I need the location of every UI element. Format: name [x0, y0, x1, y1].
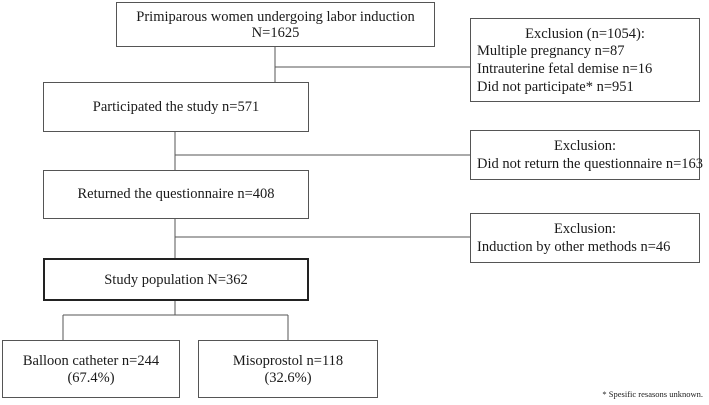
node-balloon-catheter: Balloon catheter n=244 (67.4%): [2, 340, 180, 398]
node-returned: Returned the questionnaire n=408: [43, 170, 309, 219]
node-exclusion2: Exclusion: Did not return the questionna…: [470, 130, 704, 180]
node-participated: Participated the study n=571: [43, 82, 309, 132]
footnote: * Spesific resasons unknown.: [602, 389, 703, 399]
node-exclusion1-item: Intrauterine fetal demise n=16: [477, 61, 653, 77]
node-returned-label: Returned the questionnaire n=408: [77, 186, 275, 202]
node-exclusion1: Exclusion (n=1054): Multiple pregnancy n…: [470, 18, 700, 102]
node-start: Primiparous women undergoing labor induc…: [116, 2, 435, 47]
node-participated-label: Participated the study n=571: [92, 99, 260, 115]
node-exclusion3-item: Induction by other methods n=46: [477, 239, 671, 255]
node-exclusion3-title: Exclusion:: [553, 221, 617, 237]
node-study-population-label: Study population N=362: [104, 272, 248, 288]
node-start-line2: N=1625: [251, 25, 300, 41]
node-balloon-line1: Balloon catheter n=244: [22, 353, 160, 369]
node-misoprostol-line1: Misoprostol n=118: [232, 353, 344, 369]
node-exclusion3: Exclusion: Induction by other methods n=…: [470, 213, 700, 263]
node-exclusion1-title: Exclusion (n=1054):: [525, 26, 645, 42]
node-exclusion1-item: Did not participate* n=951: [477, 79, 634, 95]
node-exclusion2-title: Exclusion:: [553, 138, 617, 154]
node-exclusion2-item: Did not return the questionnaire n=163: [477, 156, 704, 172]
node-start-line1: Primiparous women undergoing labor induc…: [136, 9, 415, 25]
node-misoprostol: Misoprostol n=118 (32.6%): [198, 340, 378, 398]
node-exclusion1-item: Multiple pregnancy n=87: [477, 43, 625, 59]
node-study-population: Study population N=362: [43, 258, 309, 301]
node-misoprostol-line2: (32.6%): [264, 370, 312, 386]
node-balloon-line2: (67.4%): [67, 370, 115, 386]
